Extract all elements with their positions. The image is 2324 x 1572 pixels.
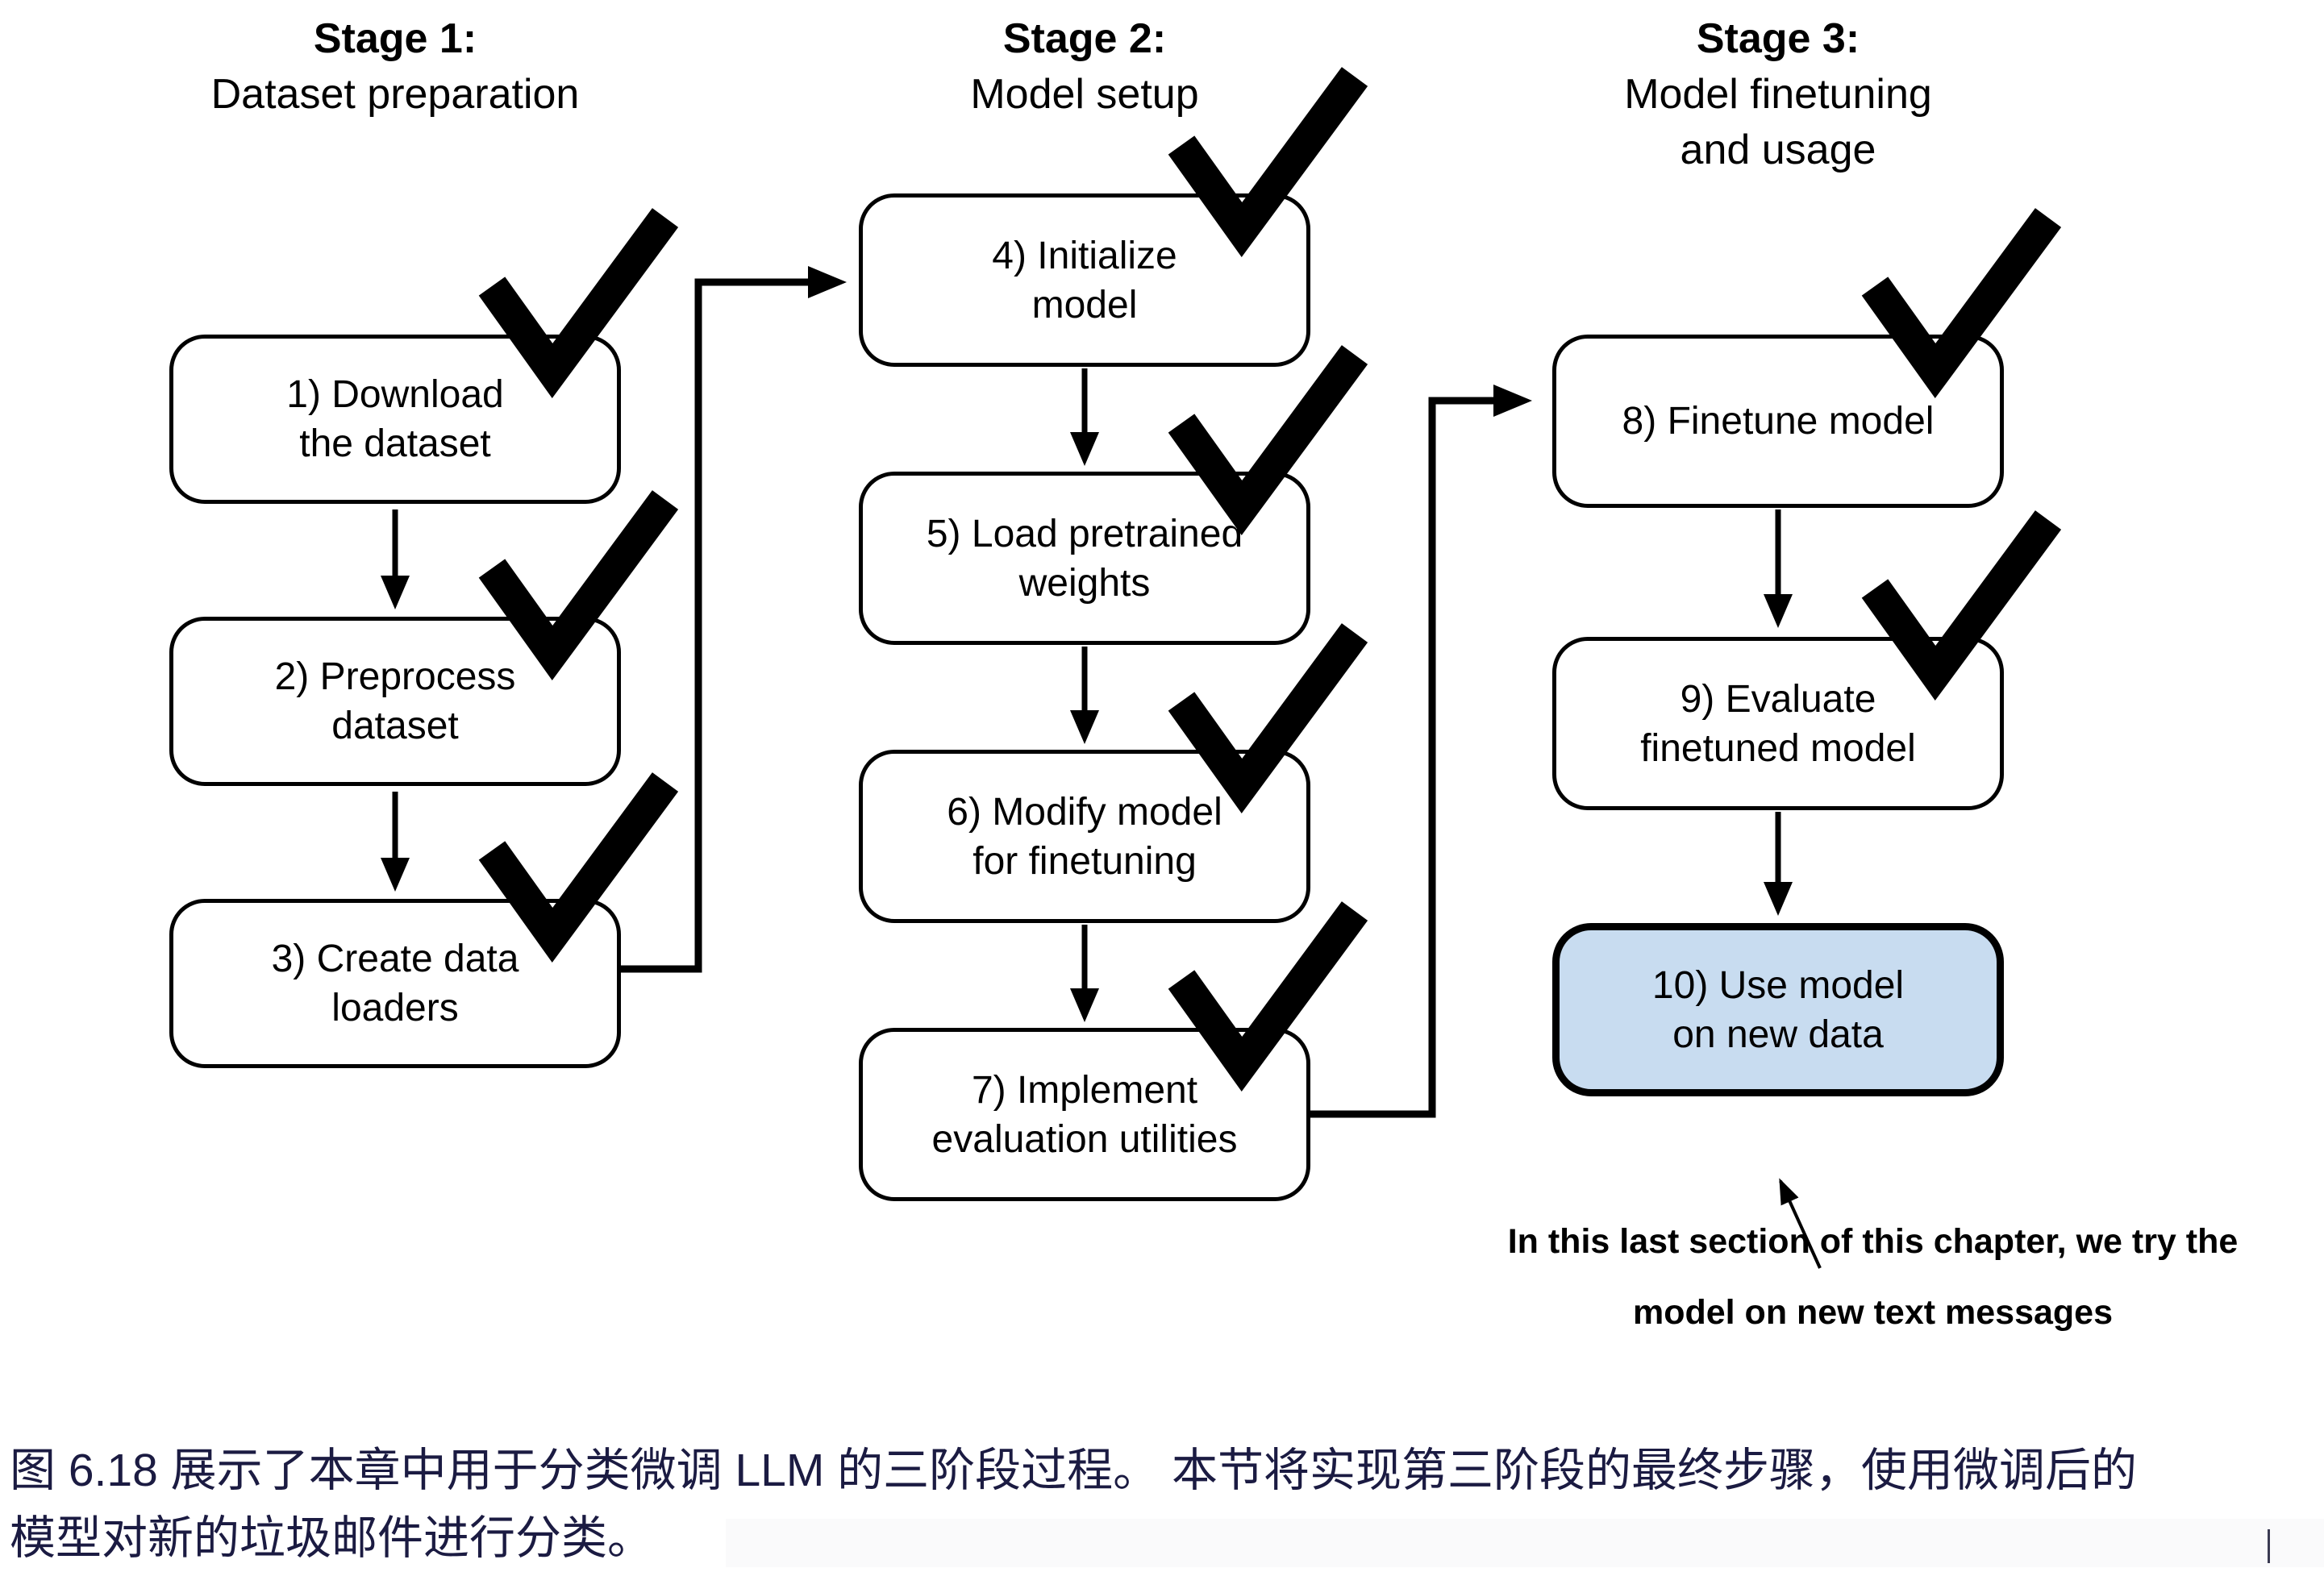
figure-caption: 图 6.18 展示了本章中用于分类微调 LLM 的三阶段过程。 本节将实现第三阶… [10, 1437, 2318, 1572]
box-label-line: weights [1018, 561, 1151, 605]
box-label-line: 2) Preprocess [274, 655, 516, 698]
box-label-line: model [1031, 283, 1138, 326]
box-label-line: 8) Finetune model [1622, 400, 1935, 443]
box-label-line: 6) Modify model [947, 790, 1222, 834]
flow-box-7: 7) Implement evaluation utilities [859, 1028, 1310, 1201]
connector-box3-box4 [621, 266, 847, 973]
stage-subtitle-2: and usage [1680, 127, 1876, 173]
stage-2-header: Stage 2: Model setup [818, 11, 1351, 123]
text-cursor [2268, 1529, 2270, 1563]
check-icon [478, 772, 679, 963]
down-arrow [1070, 647, 1099, 744]
down-arrow [381, 509, 410, 609]
stage-title: Stage 2: [1002, 15, 1167, 62]
down-arrow [381, 792, 410, 892]
box-label-line: loaders [331, 987, 459, 1029]
flow-box-10: 10) Use model on new data [1552, 923, 2004, 1096]
caption-line-1: 图 6.18 展示了本章中用于分类微调 LLM 的三阶段过程。 本节将实现第三阶… [10, 1445, 2138, 1496]
check-icon [1168, 345, 1368, 536]
annotation-line-1: In this last section of this chapter, we… [1507, 1222, 2239, 1261]
box-label-line: 7) Implement [971, 1068, 1198, 1112]
box-label-line: 4) Initialize [992, 234, 1177, 277]
stage-title: Stage 1: [313, 15, 477, 62]
check-icon [1168, 901, 1368, 1092]
down-arrow [1764, 509, 1793, 628]
annotation-text: In this last section of this chapter, we… [1419, 1206, 2324, 1348]
box-label-line: 3) Create data [271, 938, 519, 980]
down-arrow [1070, 368, 1099, 466]
box-label-line: for finetuning [972, 839, 1197, 883]
down-arrow [1764, 812, 1793, 916]
check-icon [478, 490, 679, 681]
box-label-line: 9) Evaluate [1680, 677, 1876, 721]
stage-subtitle: Dataset preparation [210, 71, 580, 118]
box-label-line: evaluation utilities [931, 1117, 1238, 1161]
box-label-line: dataset [331, 705, 459, 747]
box-label-line: 10) Use model [1651, 963, 1905, 1007]
check-icon [1861, 510, 2062, 701]
box-label-line: finetuned model [1640, 726, 1916, 770]
box-label-line: 5) Load pretrained [926, 512, 1243, 555]
stage-3-header: Stage 3: Model finetuning and usage [1512, 11, 2044, 178]
connector-box7-box8 [1310, 385, 1532, 1118]
bottom-strip [726, 1519, 2324, 1567]
check-icon [1168, 623, 1368, 814]
check-icon [1168, 67, 1368, 258]
stage-subtitle: Model setup [970, 71, 1199, 118]
stage-subtitle: Model finetuning [1624, 71, 1932, 118]
check-icon [1861, 208, 2062, 399]
box-label-line: the dataset [299, 422, 491, 465]
down-arrow [1070, 925, 1099, 1022]
annotation-arrow [1779, 1178, 1822, 1269]
check-icon [478, 208, 679, 399]
stage-1-header: Stage 1: Dataset preparation [129, 11, 661, 123]
box-label-line: 1) Download [286, 373, 504, 416]
stage-title: Stage 3: [1696, 15, 1860, 62]
caption-line-2: 模型对新的垃圾邮件进行分类。 [10, 1512, 653, 1564]
box-label-line: on new data [1672, 1013, 1884, 1056]
annotation-line-2: model on new text messages [1632, 1293, 2114, 1332]
